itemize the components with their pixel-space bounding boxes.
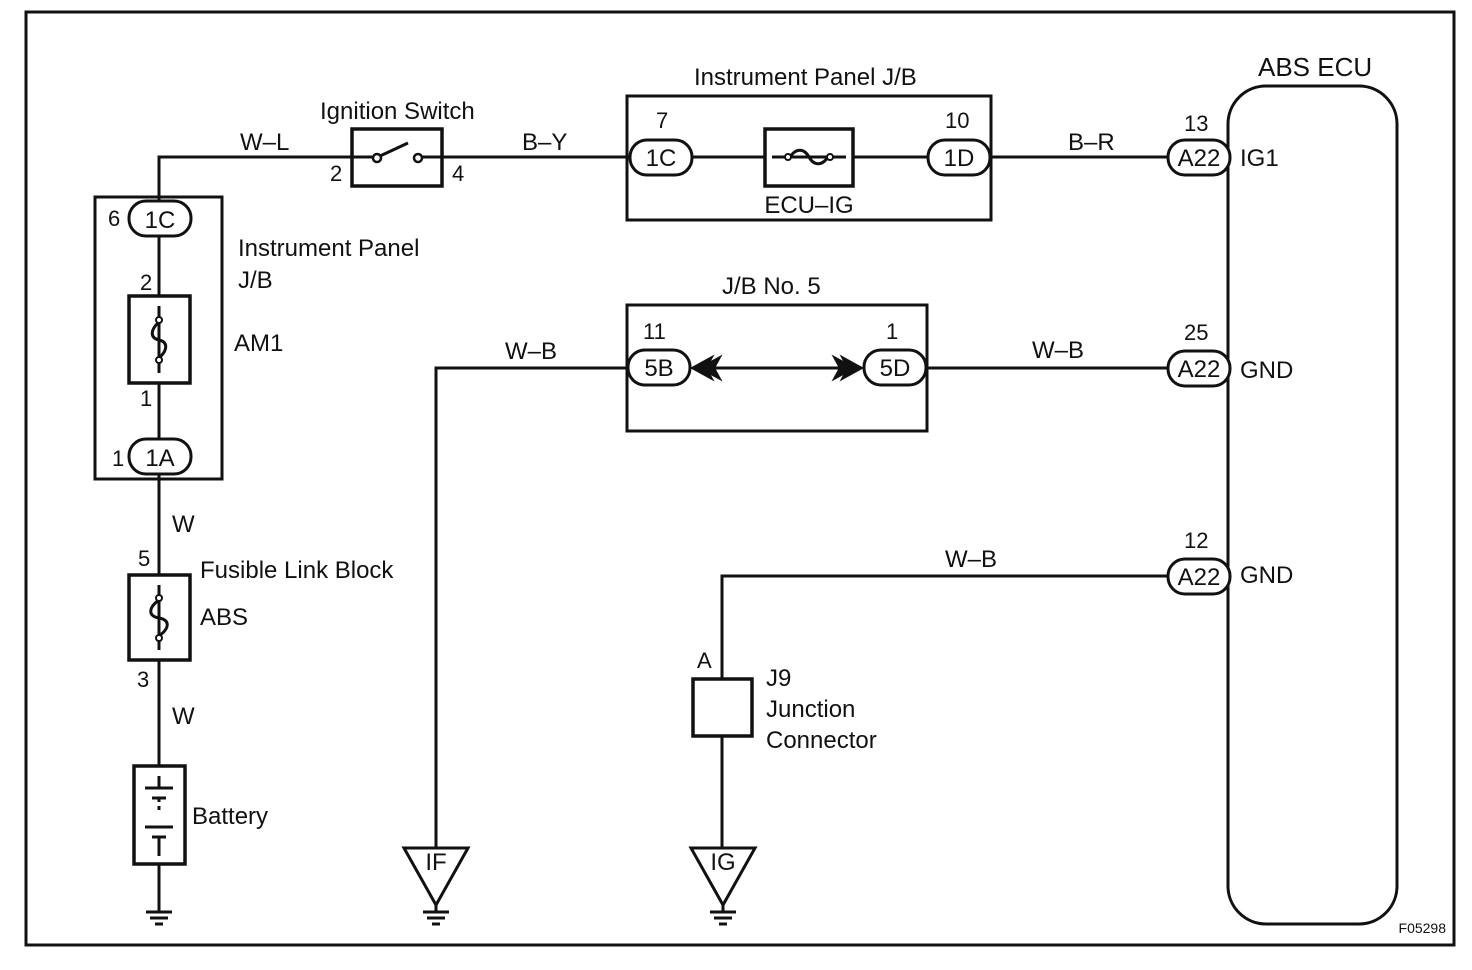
pin-1-5d: 1 — [886, 319, 898, 344]
connector-1a-label: 1A — [145, 445, 174, 472]
fusible-link-block-title: Fusible Link Block — [200, 557, 394, 584]
ecu-terminal-ig1: IG1 — [1240, 145, 1279, 172]
pin-13: 13 — [1184, 111, 1208, 136]
connector-5b — [626, 348, 692, 387]
fuse-ecu-ig-label: ECU–IG — [764, 192, 853, 219]
connector-1c-left — [127, 199, 193, 238]
ecu-terminal-gnd-2: GND — [1240, 562, 1293, 589]
connector-5b-label: 5B — [644, 355, 673, 382]
connector-a22-ig1-label: A22 — [1178, 145, 1221, 172]
battery-icon — [145, 776, 173, 856]
wire-w-b-5b — [434, 366, 628, 848]
pin-sw-4: 4 — [452, 161, 464, 186]
fuse-am1-label: AM1 — [234, 330, 283, 357]
connector-a22-gnd2-label: A22 — [1178, 564, 1221, 591]
connector-5d — [862, 348, 928, 387]
diagram-frame — [24, 10, 1456, 947]
connector-a22-ig1 — [1166, 138, 1232, 177]
j9-title-2: Junction — [766, 696, 855, 723]
pin-5: 5 — [138, 546, 150, 571]
pin-12: 12 — [1184, 528, 1208, 553]
pin-sw-2: 2 — [330, 161, 342, 186]
connector-1c-top-label: 1C — [646, 145, 677, 172]
wire-label-b-y: B–Y — [522, 129, 567, 156]
pin-25: 25 — [1184, 320, 1208, 345]
abs-fuse-icon — [149, 585, 169, 650]
ground-ig-icon — [688, 846, 758, 926]
j9-junction-box — [691, 677, 754, 738]
ignition-switch-title: Ignition Switch — [320, 98, 475, 125]
wire-label-w-b-5d: W–B — [1032, 337, 1084, 364]
connector-1c-left-label: 1C — [145, 207, 176, 234]
pin-1-am1: 1 — [140, 386, 152, 411]
wire-label-w-lower: W — [172, 703, 195, 730]
connector-1d-label: 1D — [944, 145, 975, 172]
am1-fuse-icon — [150, 306, 168, 373]
pin-3: 3 — [137, 667, 149, 692]
abs-ecu-title: ABS ECU — [1258, 52, 1372, 82]
ip-jb-left-title-1: Instrument Panel — [238, 235, 419, 262]
wire-w-l — [157, 155, 352, 201]
ip-jb-left-title-2: J/B — [238, 267, 273, 294]
connector-5d-label: 5D — [880, 355, 911, 382]
ground-ig-label: IG — [710, 849, 735, 876]
jb5-5b-arrow-icon — [689, 354, 723, 382]
wire-label-w-upper: W — [172, 511, 195, 538]
pin-6: 6 — [108, 206, 120, 231]
figure-id: F05298 — [1399, 920, 1447, 936]
pin-2-am1: 2 — [140, 270, 152, 295]
battery-title: Battery — [192, 803, 268, 830]
wire-label-b-r: B–R — [1068, 129, 1115, 156]
jb5-5d-arrow-icon — [831, 354, 865, 382]
pin-10: 10 — [945, 108, 969, 133]
connector-a22-gnd2 — [1166, 557, 1232, 596]
ground-if-icon — [401, 846, 471, 926]
connector-1a — [127, 437, 193, 476]
connector-a22-gnd1 — [1166, 349, 1232, 388]
j9-title-3: Connector — [766, 727, 877, 754]
pin-11: 11 — [643, 319, 666, 344]
wire-label-w-l: W–L — [240, 129, 289, 156]
battery-ground-icon — [146, 910, 172, 926]
connector-a22-gnd1-label: A22 — [1178, 356, 1221, 383]
ecu-ig-fuse-icon — [772, 148, 846, 166]
wire-w-b-12 — [720, 574, 1168, 679]
pin-7: 7 — [656, 108, 668, 133]
j9-title-1: J9 — [766, 665, 791, 692]
pin-j9-a: A — [697, 648, 712, 673]
connector-1d — [926, 138, 992, 177]
fuse-abs-label: ABS — [200, 604, 248, 631]
abs-ecu-box — [1226, 84, 1399, 926]
jb-no5-title: J/B No. 5 — [722, 273, 821, 300]
ip-jb-left-box — [93, 195, 224, 481]
ecu-terminal-gnd-1: GND — [1240, 357, 1293, 384]
wire-label-w-b-5b: W–B — [505, 338, 557, 365]
connector-1c-top — [628, 138, 694, 177]
ignition-switch-icon — [352, 141, 442, 164]
pin-1-1a: 1 — [112, 446, 124, 471]
wire-label-w-b-12: W–B — [945, 546, 997, 573]
ground-if-label: IF — [425, 849, 446, 876]
ip-jb-top-title: Instrument Panel J/B — [694, 64, 917, 91]
